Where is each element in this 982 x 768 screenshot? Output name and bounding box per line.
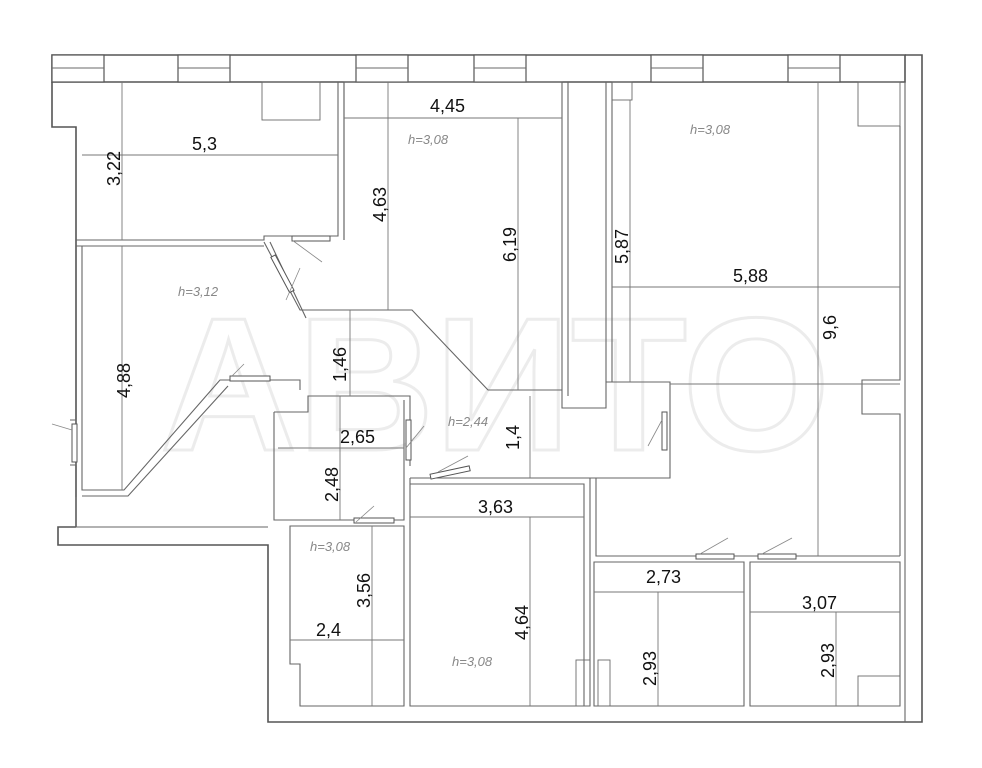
height-label: h=2,44 — [448, 414, 488, 429]
windows — [51, 54, 841, 83]
dim-label: 5,87 — [612, 229, 632, 264]
height-label: h=3,08 — [408, 132, 449, 147]
dim-label: 2,93 — [640, 651, 660, 686]
height-labels: h=3,08 h=3,08 h=3,12 h=2,44 h=3,08 h=3,0… — [178, 122, 731, 669]
dim-label: 3,56 — [354, 573, 374, 608]
dim-label: 2,48 — [322, 467, 342, 502]
dim-label: 4,45 — [430, 96, 465, 116]
dim-label: 5,3 — [192, 134, 217, 154]
dim-label: 1,4 — [503, 425, 523, 450]
dim-label: 9,6 — [820, 315, 840, 340]
dim-label: 1,46 — [330, 347, 350, 382]
height-label: h=3,08 — [690, 122, 731, 137]
dim-label: 2,65 — [340, 427, 375, 447]
height-label: h=3,08 — [452, 654, 493, 669]
height-label: h=3,12 — [178, 284, 219, 299]
dim-label: 4,88 — [114, 363, 134, 398]
dimension-labels: 4,45 5,3 3,22 4,63 6,19 5,87 5,88 9,6 4,… — [104, 96, 840, 686]
dim-label: 2,73 — [646, 567, 681, 587]
height-label: h=3,08 — [310, 539, 351, 554]
dim-label: 2,93 — [818, 643, 838, 678]
dim-label: 3,63 — [478, 497, 513, 517]
dim-label: 6,19 — [500, 227, 520, 262]
doors — [51, 235, 797, 560]
watermark: АВИТО — [160, 279, 830, 491]
dimension-lines — [82, 82, 900, 706]
dim-label: 4,64 — [512, 605, 532, 640]
dim-label: 4,63 — [370, 187, 390, 222]
dim-label: 3,07 — [802, 593, 837, 613]
dim-label: 3,22 — [104, 151, 124, 186]
dim-label: 2,4 — [316, 620, 341, 640]
dim-label: 5,88 — [733, 266, 768, 286]
interior-walls — [70, 81, 901, 707]
